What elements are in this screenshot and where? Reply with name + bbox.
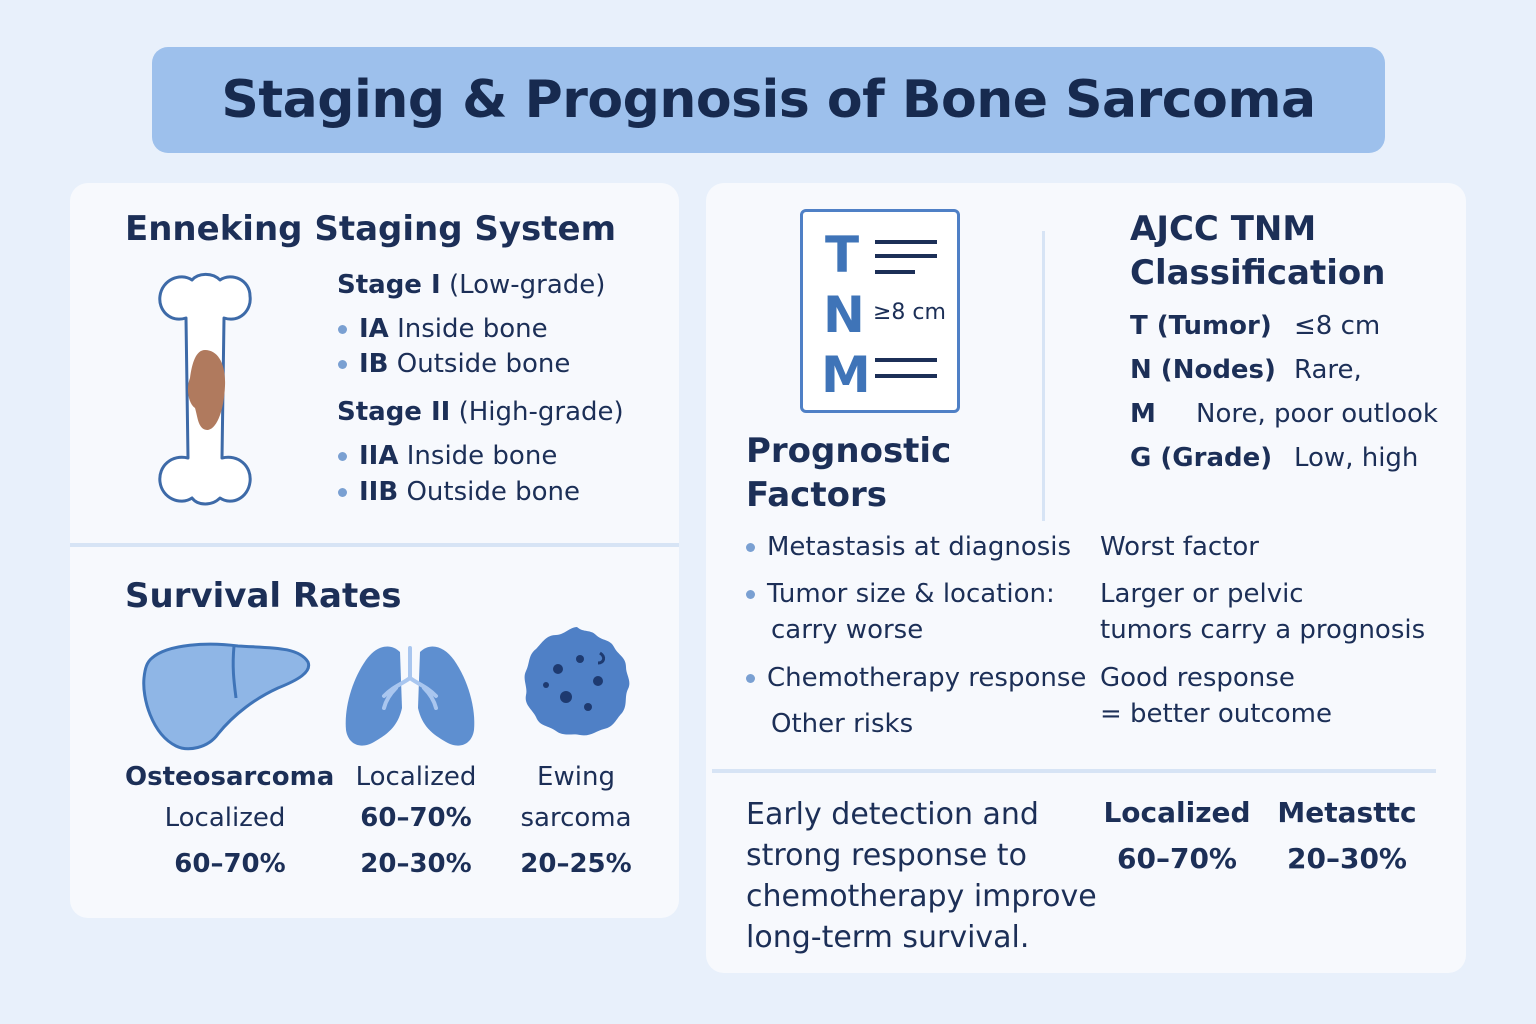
stage-2-line: Stage II (High-grade) bbox=[337, 397, 624, 427]
summary-line: chemotherapy improve bbox=[746, 879, 1097, 914]
tnm-n-letter: N bbox=[823, 286, 865, 344]
bone-icon bbox=[158, 272, 252, 506]
survival-col2-line2: 60–70% bbox=[360, 803, 472, 833]
stage-ia-item: IA Inside bone bbox=[338, 314, 548, 344]
stage-2-label: Stage II bbox=[337, 397, 451, 427]
tnm-m-letter: M bbox=[821, 346, 871, 404]
survival-col2-line1: Localized bbox=[355, 762, 477, 792]
factor-2: Tumor size & location: bbox=[746, 579, 1055, 609]
factor-3: Chemotherapy response bbox=[746, 663, 1086, 693]
ajcc-row-value: Nore, poor outlook bbox=[1196, 399, 1438, 429]
prognostic-heading-line1: Prognostic bbox=[746, 431, 952, 471]
tnm-t-letter: T bbox=[825, 226, 860, 284]
factor-2-text-line2: carry worse bbox=[771, 615, 924, 645]
survival-col1-line1: Osteosarcoma bbox=[125, 762, 335, 792]
ajcc-row-key: N (Nodes) bbox=[1130, 355, 1276, 385]
factor-1: Metastasis at diagnosis bbox=[746, 532, 1071, 562]
enneking-heading: Enneking Staging System bbox=[125, 209, 617, 249]
factor-2-text: Tumor size & location: bbox=[767, 579, 1055, 609]
ajcc-row-value: ≤8 cm bbox=[1294, 311, 1381, 341]
stage-iia-item: IIA Inside bone bbox=[338, 441, 557, 471]
ajcc-heading-line2: Classification bbox=[1130, 253, 1386, 293]
right-card: T N ≥8 cm M AJCC TNM Classification T (T… bbox=[706, 183, 1466, 973]
bullet-icon bbox=[746, 590, 755, 599]
stage-iib-text: Outside bone bbox=[406, 477, 580, 507]
survival-col1-line3: 60–70% bbox=[174, 849, 286, 879]
stage-1-line: Stage I (Low-grade) bbox=[337, 270, 605, 300]
tnm-line bbox=[875, 374, 937, 378]
factor-1-text: Metastasis at diagnosis bbox=[767, 532, 1072, 562]
factor-3-impact-line1: Good response bbox=[1100, 663, 1295, 693]
stage-ib-item: IB Outside bone bbox=[338, 349, 570, 379]
survival-col2-line3: 20–30% bbox=[360, 849, 472, 879]
prognostic-heading-line2: Factors bbox=[746, 475, 887, 515]
ajcc-heading-line1: AJCC TNM bbox=[1130, 209, 1317, 249]
stage-2-note: (High-grade) bbox=[458, 397, 624, 427]
summary-metastatic-label: Metasttc bbox=[1277, 796, 1417, 829]
summary-localized-label: Localized bbox=[1103, 796, 1251, 829]
summary-line: Early detection and bbox=[746, 797, 1039, 832]
page-title: Staging & Prognosis of Bone Sarcoma bbox=[221, 70, 1316, 130]
survival-heading: Survival Rates bbox=[125, 576, 402, 616]
liver-icon bbox=[142, 642, 311, 751]
tnm-line bbox=[875, 358, 937, 362]
stage-1-note: (Low-grade) bbox=[448, 270, 606, 300]
tnm-card-icon: T N ≥8 cm M bbox=[800, 209, 960, 413]
bullet-icon bbox=[338, 325, 347, 334]
bullet-icon bbox=[746, 543, 755, 552]
bullet-icon bbox=[338, 360, 347, 369]
stage-ia-code: IA bbox=[359, 314, 389, 344]
bullet-icon bbox=[338, 452, 347, 461]
stage-iib-item: IIB Outside bone bbox=[338, 477, 580, 507]
tnm-size-label: ≥8 cm bbox=[873, 300, 946, 325]
factor-2-impact-line1: Larger or pelvic bbox=[1100, 579, 1304, 609]
title-banner: Staging & Prognosis of Bone Sarcoma bbox=[152, 47, 1385, 153]
summary-metastatic-value: 20–30% bbox=[1287, 842, 1407, 875]
tnm-line bbox=[875, 270, 915, 274]
stage-iib-code: IIB bbox=[359, 477, 399, 507]
tnm-line bbox=[875, 254, 937, 258]
summary-line: long-term survival. bbox=[746, 920, 1030, 955]
stage-iia-code: IIA bbox=[359, 441, 399, 471]
summary-localized-value: 60–70% bbox=[1117, 842, 1237, 875]
bullet-icon bbox=[338, 488, 347, 497]
stage-iia-text: Inside bone bbox=[406, 441, 558, 471]
stage-ib-text: Outside bone bbox=[396, 349, 571, 379]
factor-3-text: Chemotherapy response bbox=[767, 663, 1087, 693]
summary-text: Early detection and strong response to c… bbox=[746, 794, 1097, 958]
stage-ia-text: Inside bone bbox=[397, 314, 548, 344]
summary-line: strong response to bbox=[746, 838, 1027, 873]
ajcc-row-value: Rare, bbox=[1294, 355, 1362, 385]
ajcc-row-key: T (Tumor) bbox=[1130, 311, 1272, 341]
survival-col1-line2: Localized bbox=[164, 803, 286, 833]
vertical-divider bbox=[1042, 231, 1045, 521]
lungs-icon bbox=[345, 646, 475, 746]
factor-4-text: Other risks bbox=[771, 709, 914, 739]
section-divider bbox=[70, 543, 679, 547]
tumor-cell-icon bbox=[524, 627, 630, 736]
stage-1-label: Stage I bbox=[337, 270, 441, 300]
tnm-line bbox=[875, 240, 937, 244]
stage-ib-code: IB bbox=[359, 349, 389, 379]
factor-1-impact: Worst factor bbox=[1100, 532, 1259, 562]
ajcc-row-key: G (Grade) bbox=[1130, 443, 1273, 473]
survival-col3-line2: sarcoma bbox=[520, 803, 632, 833]
left-card: Enneking Staging System Stage I (Low-gra… bbox=[70, 183, 679, 918]
bullet-icon bbox=[746, 674, 755, 683]
factor-2-impact-line2: tumors carry a prognosis bbox=[1100, 615, 1426, 645]
ajcc-row-key: M bbox=[1130, 399, 1156, 429]
survival-col3-line3: 20–25% bbox=[520, 849, 632, 879]
factor-3-impact-line2: = better outcome bbox=[1100, 699, 1332, 729]
ajcc-row-value: Low, high bbox=[1294, 443, 1419, 473]
section-divider bbox=[712, 769, 1436, 773]
survival-col3-line1: Ewing bbox=[537, 762, 615, 792]
